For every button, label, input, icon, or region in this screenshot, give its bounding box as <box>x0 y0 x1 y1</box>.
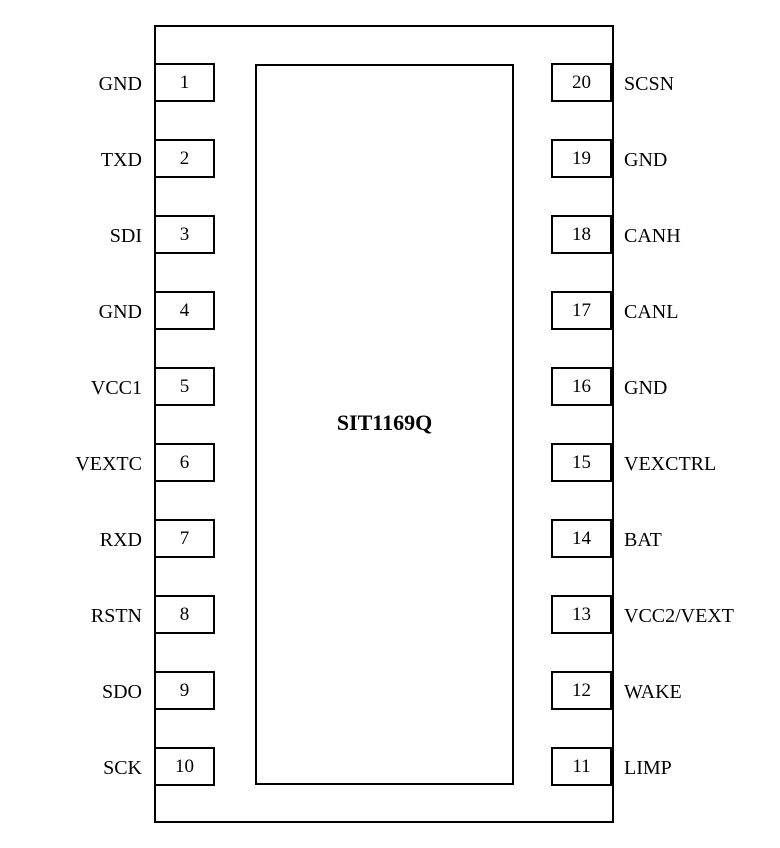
pin-12-pad: 12 <box>551 671 612 710</box>
pin-15-label: VEXCTRL <box>624 453 717 475</box>
pin-6-label: VEXTC <box>75 453 142 475</box>
pin-10-pad: 10 <box>154 747 215 786</box>
chip-name: SIT1169Q <box>336 410 433 435</box>
pin-9-label: SDO <box>101 681 142 703</box>
pin-15-pad: 15 <box>551 443 612 482</box>
pin-17-label: CANL <box>624 301 679 323</box>
pin-14-label: BAT <box>624 529 662 551</box>
pin-5-pad: 5 <box>154 367 215 406</box>
pin-11-label: LIMP <box>624 757 672 779</box>
pin-6-pad: 6 <box>154 443 215 482</box>
ic-package-outline <box>154 25 614 823</box>
pin-5-label: VCC1 <box>90 377 142 399</box>
pin-8-pad: 8 <box>154 595 215 634</box>
pin-9-pad: 9 <box>154 671 215 710</box>
pin-1-pad: 1 <box>154 63 215 102</box>
pin-4-pad: 4 <box>154 291 215 330</box>
pin-16-pad: 16 <box>551 367 612 406</box>
pin-16-label: GND <box>624 377 668 399</box>
pin-1-label: GND <box>98 73 142 95</box>
pin-19-pad: 19 <box>551 139 612 178</box>
pin-7-label: RXD <box>99 529 142 551</box>
pin-12-label: WAKE <box>624 681 682 703</box>
pin-3-pad: 3 <box>154 215 215 254</box>
pin-10-label: SCK <box>103 757 142 779</box>
ic-die-outline <box>255 64 514 785</box>
pin-11-pad: 11 <box>551 747 612 786</box>
pin-4-label: GND <box>98 301 142 323</box>
pin-13-pad: 13 <box>551 595 612 634</box>
pin-8-label: RSTN <box>90 605 142 627</box>
pin-18-label: CANH <box>624 225 681 247</box>
pin-14-pad: 14 <box>551 519 612 558</box>
pin-2-pad: 2 <box>154 139 215 178</box>
pin-20-pad: 20 <box>551 63 612 102</box>
pin-3-label: SDI <box>109 225 142 247</box>
pin-17-pad: 17 <box>551 291 612 330</box>
pin-20-label: SCSN <box>624 73 675 95</box>
pin-2-label: TXD <box>100 149 142 171</box>
pin-18-pad: 18 <box>551 215 612 254</box>
pin-7-pad: 7 <box>154 519 215 558</box>
pin-19-label: GND <box>624 149 668 171</box>
pin-13-label: VCC2/VEXT <box>624 605 734 627</box>
